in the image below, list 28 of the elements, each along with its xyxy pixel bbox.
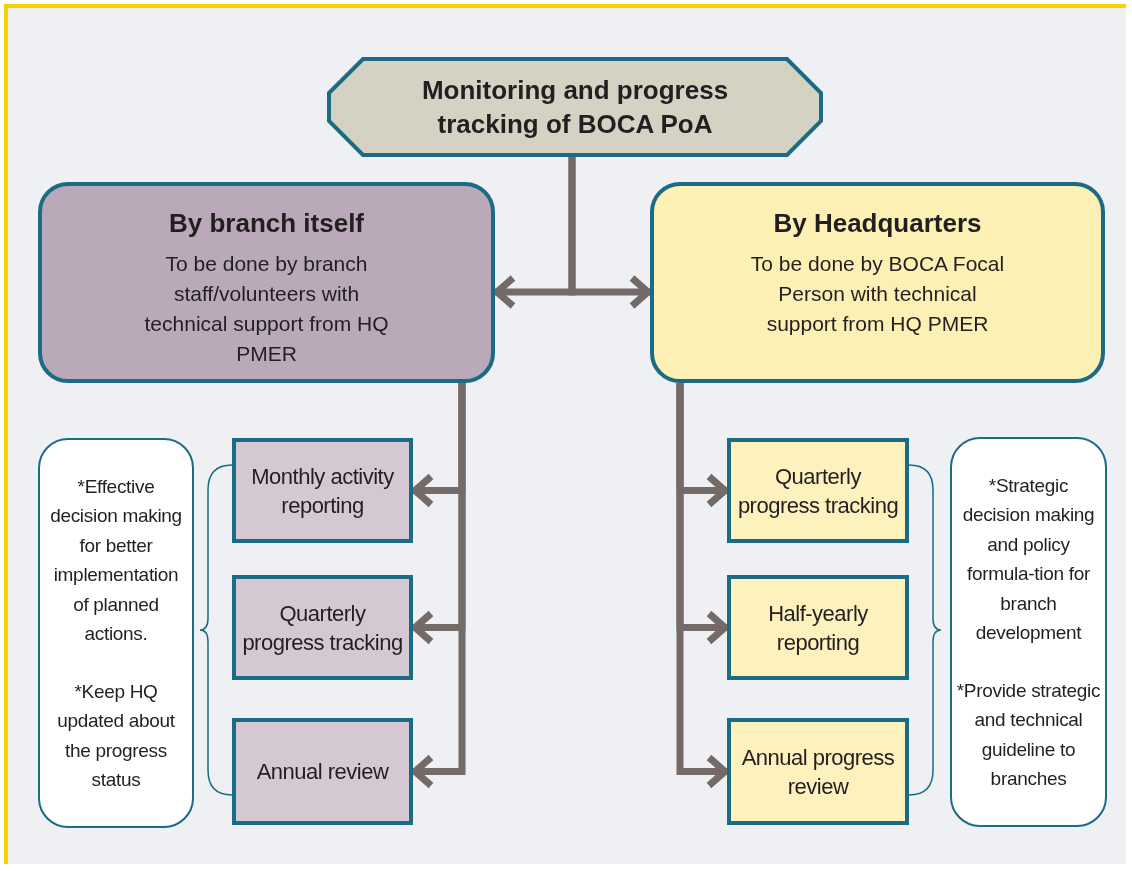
group-box xyxy=(38,182,495,383)
task-label: Annual review xyxy=(256,758,389,786)
task-label: Annual progress review xyxy=(740,743,896,801)
note-box xyxy=(950,437,1107,827)
body-text: To be done by BOCA Focal Person with technical support from HQ PMER xyxy=(749,251,1006,337)
task-box xyxy=(232,438,413,543)
note-text: *Strategic decision making and policy formula-tion for branch development xyxy=(961,473,1096,645)
task-label: Quarterly progress tracking xyxy=(737,462,899,520)
task-box xyxy=(727,718,909,825)
note-box xyxy=(38,438,194,828)
note-text: *Provide strategic and technical guideline to branches xyxy=(956,678,1101,791)
task-label: Half-yearly reporting xyxy=(767,599,869,657)
group-box xyxy=(650,182,1105,383)
title-text: Monitoring and progress tracking of BOCA PoA xyxy=(420,74,730,141)
note-text: *Effective decision making for better implementation of planned actions. xyxy=(49,474,183,646)
body-text: To be done by branch staff/volunteers with technical support from HQ PMER xyxy=(143,251,390,367)
note-text: *Keep HQ updated about the progress status xyxy=(56,679,176,792)
arrow xyxy=(568,157,652,310)
task-label: Quarterly progress tracking xyxy=(242,599,403,657)
task-box xyxy=(232,718,413,825)
heading-text: By Headquarters xyxy=(773,208,982,239)
task-box xyxy=(232,575,413,680)
hexagon-box xyxy=(327,57,823,157)
task-box xyxy=(727,575,909,680)
task-box xyxy=(727,438,909,543)
heading-text: By branch itself xyxy=(168,208,365,239)
task-label: Monthly activity reporting xyxy=(250,462,395,520)
arrow xyxy=(676,383,729,789)
